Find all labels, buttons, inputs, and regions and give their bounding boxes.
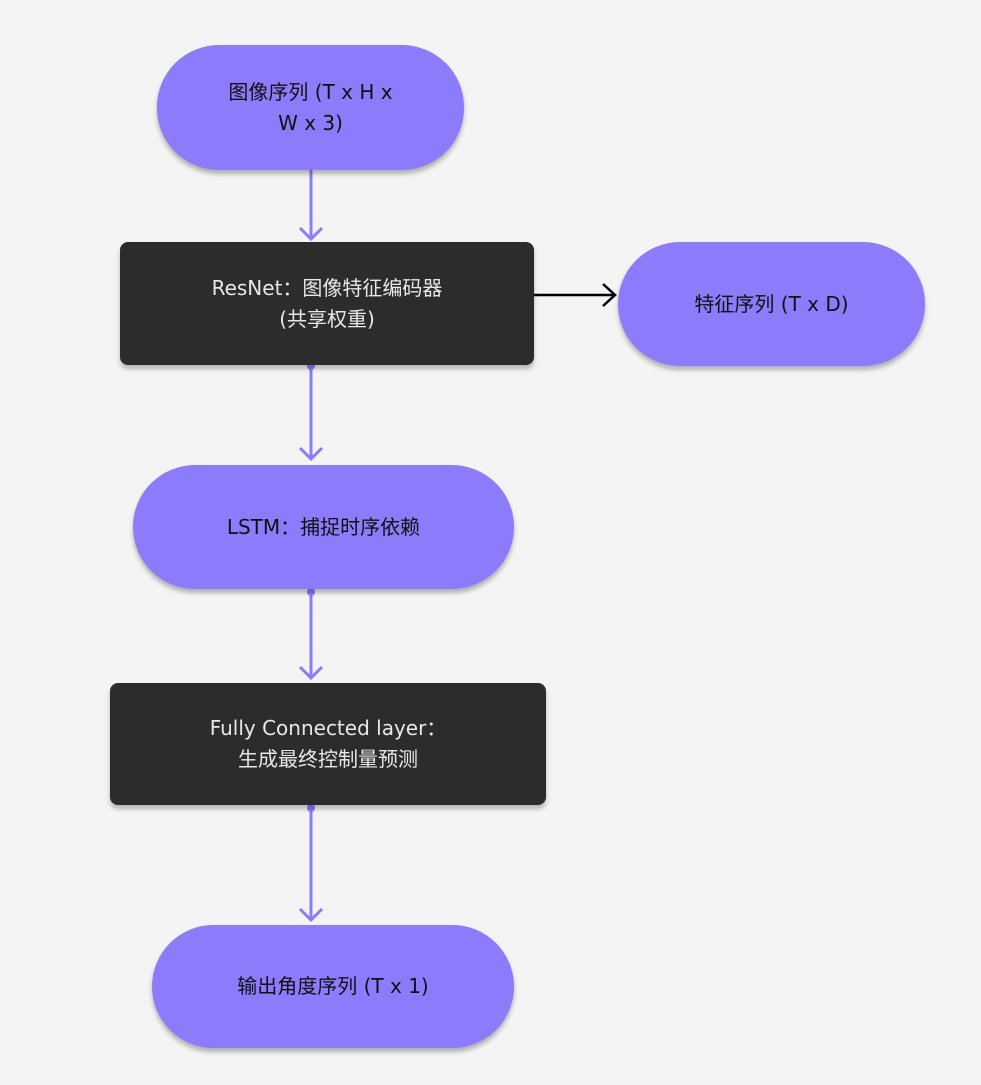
fully-connected-layer-node[interactable]: Fully Connected layer： 生成最终控制量预测 bbox=[110, 683, 546, 805]
feature-sequence-node[interactable]: 特征序列 (T x D) bbox=[618, 242, 925, 366]
resnet-encoder-node[interactable]: ResNet：图像特征编码器 (共享权重) bbox=[120, 242, 534, 365]
node-label-line2: 生成最终控制量预测 bbox=[238, 747, 418, 771]
edge-lstm-to-fc bbox=[298, 588, 324, 681]
input-image-sequence-node[interactable]: 图像序列 (T x H x W x 3) bbox=[157, 45, 464, 170]
lstm-node[interactable]: LSTM：捕捉时序依赖 bbox=[133, 465, 514, 589]
edge-resnet-to-feature bbox=[534, 283, 617, 307]
node-label-line2: (共享权重) bbox=[279, 306, 375, 331]
node-label-line1: 特征序列 (T x D) bbox=[694, 291, 849, 316]
node-label-line1: Fully Connected layer： bbox=[209, 716, 447, 740]
edge-fc-to-output bbox=[298, 804, 324, 923]
node-label-line1: 图像序列 (T x H x bbox=[228, 79, 393, 104]
edge-input-to-resnet bbox=[298, 170, 324, 242]
node-label-line1: ResNet：图像特征编码器 bbox=[211, 275, 443, 300]
node-label-line2: W x 3) bbox=[278, 110, 343, 135]
node-label-line1: LSTM：捕捉时序依赖 bbox=[226, 514, 421, 539]
output-angle-sequence-node[interactable]: 输出角度序列 (T x 1) bbox=[152, 925, 514, 1048]
edge-resnet-to-lstm bbox=[298, 362, 324, 462]
node-label-line1: 输出角度序列 (T x 1) bbox=[237, 974, 429, 998]
